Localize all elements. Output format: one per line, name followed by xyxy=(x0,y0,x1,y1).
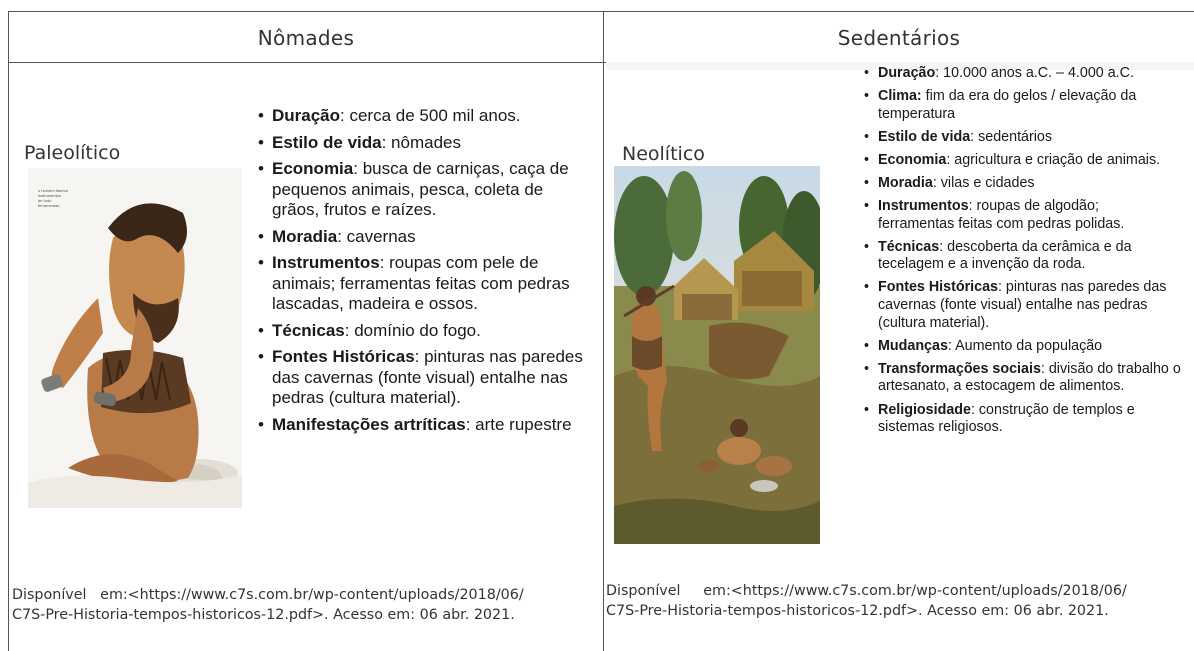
header-sedentarios: Sedentários xyxy=(837,25,961,50)
list-item: Instrumentos: roupas com pele de animais… xyxy=(258,253,588,315)
list-item: Fontes Históricas: pinturas nas paredes … xyxy=(258,347,588,409)
list-item: Fontes Históricas: pinturas nas paredes … xyxy=(864,279,1194,332)
list-item: Mudanças: Aumento da população xyxy=(864,338,1194,356)
neolithic-facts-list: Duração: 10.000 anos a.C. – 4.000 a.C. C… xyxy=(864,65,1194,442)
era-title-paleolitico: Paleolítico xyxy=(24,142,121,164)
comparison-table: Nômades Sedentários xyxy=(8,12,1194,651)
paleolithic-facts-list: Duração: cerca de 500 mil anos. Estilo d… xyxy=(258,106,588,441)
list-item: Duração: cerca de 500 mil anos. xyxy=(258,106,588,127)
table-header: Nômades Sedentários xyxy=(9,12,1194,63)
list-item: Moradia: vilas e cidades xyxy=(864,175,1194,193)
list-item: Duração: 10.000 anos a.C. – 4.000 a.C. xyxy=(864,65,1194,83)
source-citation-right: Disponível em:<https://www.c7s.com.br/wp… xyxy=(606,583,1127,619)
list-item: Clima: fim da era do gelos / elevação da… xyxy=(864,88,1194,123)
era-title-neolitico: Neolítico xyxy=(622,143,705,165)
list-item: Estilo de vida: nômades xyxy=(258,133,588,154)
list-item: Manifestações artríticas: arte rupestre xyxy=(258,415,588,436)
list-item: Estilo de vida: sedentários xyxy=(864,129,1194,147)
image-caption-text: o homem fabrica instrumentos de todo fer… xyxy=(38,188,69,208)
list-item: Economia: agricultura e criação de anima… xyxy=(864,152,1194,170)
neolithic-village-illustration xyxy=(614,166,820,544)
list-item: Instrumentos: roupas de algodão; ferrame… xyxy=(864,198,1194,233)
column-divider xyxy=(603,12,604,651)
list-item: Técnicas: domínio do fogo. xyxy=(258,321,588,342)
paleolithic-man-illustration: o homem fabrica instrumentos de todo fer… xyxy=(28,168,242,508)
list-item: Técnicas: descoberta da cerâmica e da te… xyxy=(864,239,1194,274)
top-border xyxy=(8,11,1194,12)
source-citation-left: Disponível em:<https://www.c7s.com.br/wp… xyxy=(12,587,524,623)
list-item: Transformações sociais: divisão do traba… xyxy=(864,361,1194,396)
header-nomades: Nômades xyxy=(257,25,355,50)
list-item: Religiosidade: construção de templos e s… xyxy=(864,402,1194,437)
list-item: Moradia: cavernas xyxy=(258,227,588,248)
list-item: Economia: busca de carniças, caça de peq… xyxy=(258,159,588,221)
